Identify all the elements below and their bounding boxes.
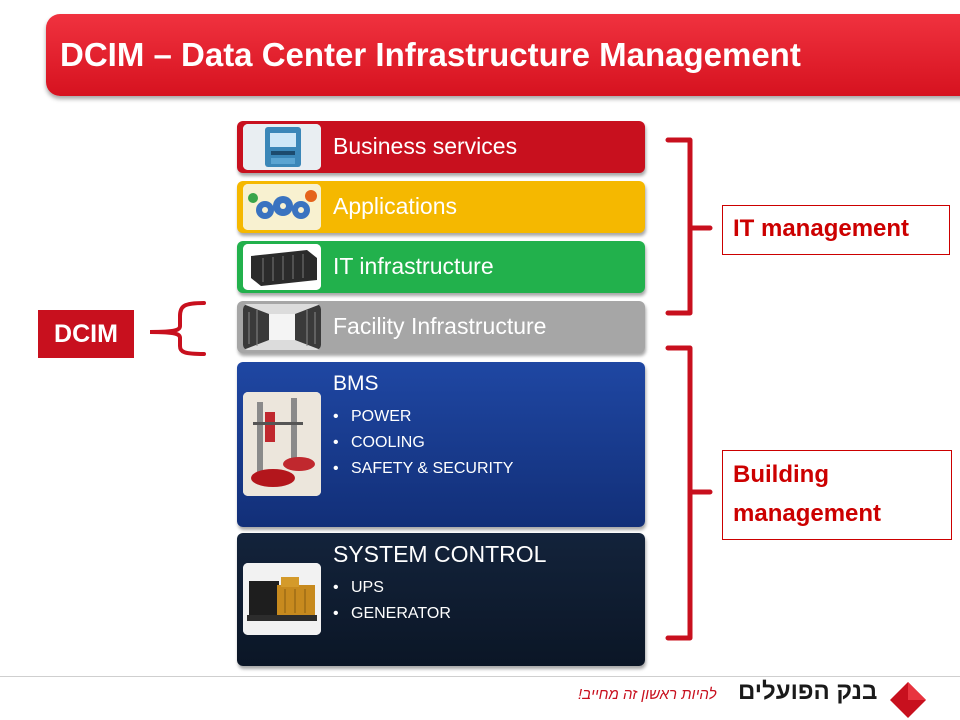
list-item: COOLING (333, 430, 513, 456)
layer-label: BMS (333, 372, 379, 395)
bank-slogan: להיות ראשון זה מחייב! (578, 686, 717, 703)
it-management-text: IT management (733, 215, 910, 242)
list-item: POWER (333, 404, 513, 430)
bank-logo-name: בנק הפועלים (738, 678, 878, 705)
building-management-bracket (665, 345, 713, 641)
layer-label: Business services (333, 133, 518, 159)
title-bar (46, 14, 960, 96)
layer-label: Facility Infrastructure (333, 313, 547, 339)
bms-bullet-list: POWER COOLING SAFETY & SECURITY (333, 404, 513, 482)
building-management-label: Building management (722, 450, 952, 540)
list-item: GENERATOR (333, 601, 451, 627)
layer-label: SYSTEM CONTROL (333, 541, 547, 567)
layer-system-control: SYSTEM CONTROL UPS GENERATOR (237, 533, 645, 666)
bank-logo-icon (890, 682, 926, 718)
layer-applications: Applications (237, 181, 645, 233)
dcim-label: DCIM (38, 310, 134, 358)
fire-suppression-icon (243, 392, 321, 496)
layer-label: IT infrastructure (333, 253, 494, 279)
it-management-label: IT management (722, 205, 950, 255)
list-item: SAFETY & SECURITY (333, 456, 513, 482)
layer-facility-infrastructure: Facility Infrastructure (237, 301, 645, 353)
dcim-brace (149, 301, 206, 356)
it-management-bracket (665, 137, 713, 316)
building-management-line2: management (733, 500, 882, 527)
building-management-line1: Building (733, 461, 829, 488)
footer-divider (0, 676, 960, 677)
atm-icon (243, 124, 321, 170)
system-control-bullet-list: UPS GENERATOR (333, 575, 451, 627)
layer-label: Applications (333, 193, 458, 219)
data-hall-icon (243, 304, 321, 350)
gears-icon (243, 184, 321, 230)
generator-icon (243, 563, 321, 635)
layer-it-infrastructure: IT infrastructure (237, 241, 645, 293)
list-item: UPS (333, 575, 451, 601)
page-title: DCIM – Data Center Infrastructure Manage… (60, 36, 801, 73)
layer-bms: BMS POWER COOLING SAFETY & SECURITY (237, 362, 645, 527)
layer-business-services: Business services (237, 121, 645, 173)
server-rack-icon (243, 244, 321, 290)
